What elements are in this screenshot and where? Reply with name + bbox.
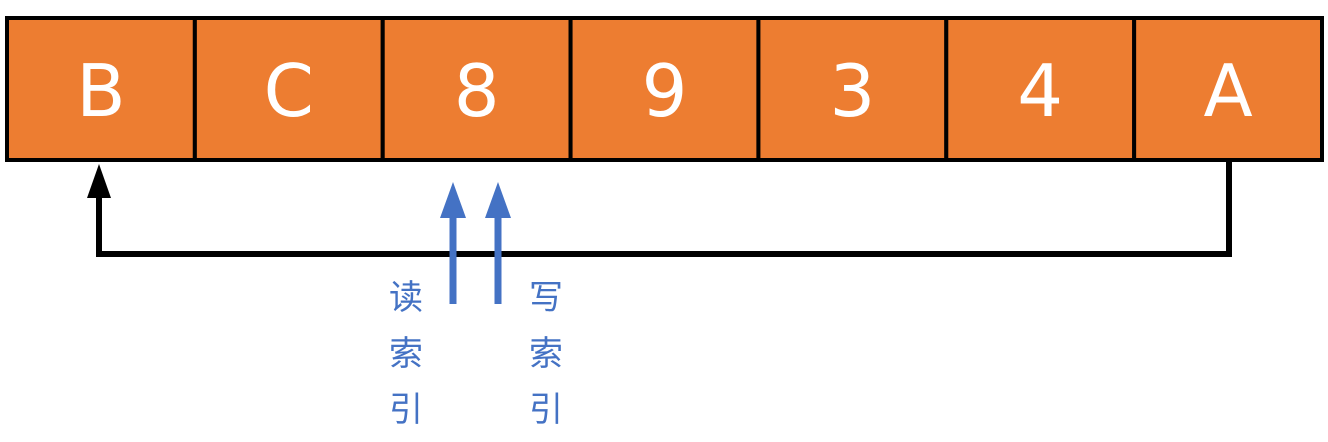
buffer-cell-value: 8	[454, 49, 500, 133]
buffer-cell-box	[944, 16, 1137, 162]
buffer-cells: B C 8 9 3 4 A	[5, 16, 1324, 162]
write-pointer-arrowhead	[485, 182, 511, 218]
label-char: 索	[529, 334, 563, 374]
label-char: 引	[529, 390, 563, 430]
buffer-cell: A	[1132, 16, 1324, 162]
buffer-cell-value: 9	[642, 49, 688, 133]
read-index-label: 读索引	[389, 278, 423, 430]
label-char: 写	[529, 278, 563, 318]
buffer-cell: 9	[568, 16, 761, 162]
buffer-cell-box	[5, 16, 197, 162]
buffer-cell: 8	[380, 16, 573, 162]
buffer-cell: 3	[756, 16, 949, 162]
buffer-cell-value: B	[76, 49, 125, 133]
buffer-cell-value: 3	[829, 49, 875, 133]
read-pointer-arrowhead	[440, 182, 466, 218]
label-char: 索	[389, 334, 423, 374]
buffer-cell: C	[192, 16, 385, 162]
wrap-around-arrow	[96, 160, 1232, 257]
buffer-cell-value: 4	[1017, 49, 1063, 133]
label-char: 引	[389, 390, 423, 430]
buffer-cell-value: C	[264, 49, 314, 133]
write-index-label: 写索引	[529, 278, 563, 430]
label-char: 读	[389, 278, 423, 318]
buffer-cell-box	[380, 16, 573, 162]
buffer-cell: 4	[944, 16, 1137, 162]
buffer-cell-box	[192, 16, 385, 162]
buffer-cell-box	[756, 16, 949, 162]
buffer-cell-value: A	[1203, 49, 1252, 133]
wrap-around-arrowhead	[87, 164, 111, 198]
buffer-cell: B	[5, 16, 197, 162]
